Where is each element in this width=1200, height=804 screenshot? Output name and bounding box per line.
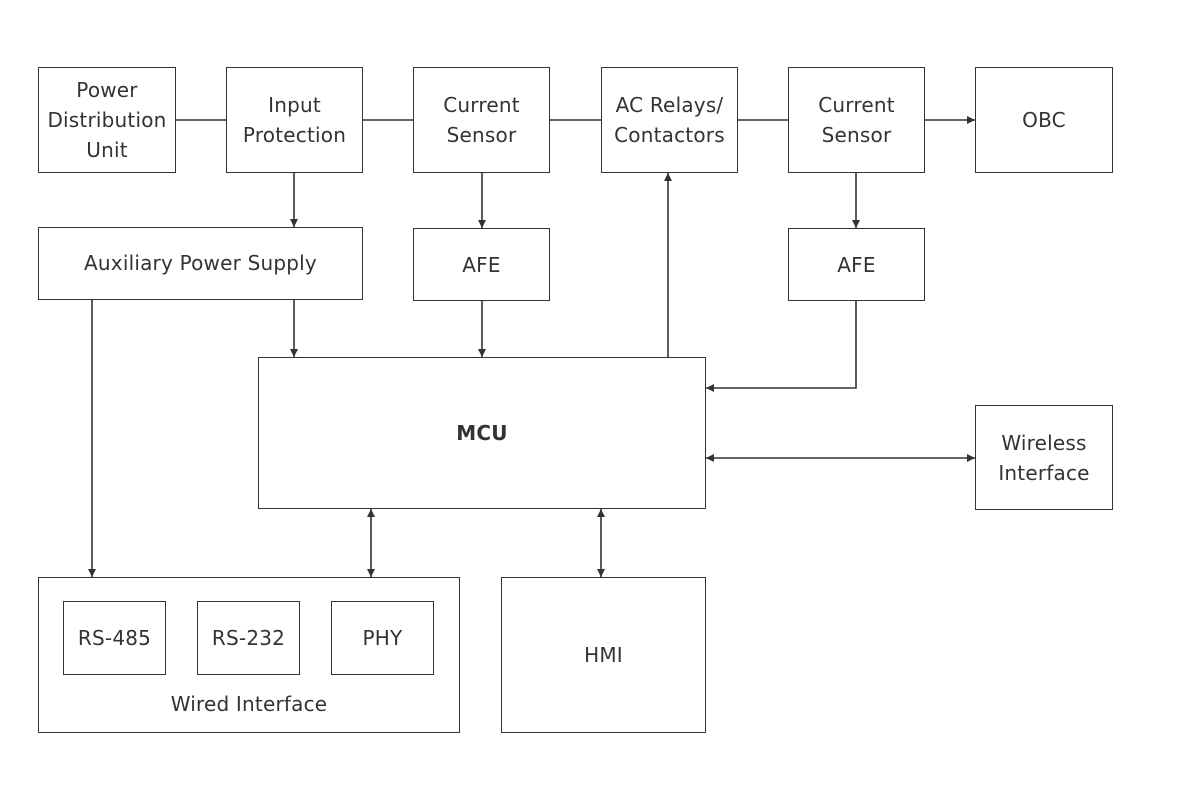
- wired-interface-label: Wired Interface: [170, 692, 328, 716]
- hmi-block: HMI: [501, 577, 706, 733]
- wireless-interface-label: Wireless Interface: [998, 430, 1090, 485]
- rs-485-label: RS-485: [77, 626, 152, 650]
- phy-label: PHY: [362, 626, 403, 650]
- wireless-interface-block: Wireless Interface: [975, 405, 1113, 510]
- afe-label-2: AFE: [837, 252, 876, 277]
- input-protection-block: Input Protection: [226, 67, 363, 173]
- afe-label-1: AFE: [462, 252, 501, 277]
- mcu-block: MCU: [258, 357, 706, 509]
- afe-block-1: AFE: [413, 228, 550, 301]
- auxiliary-power-supply-label: Auxiliary Power Supply: [84, 251, 317, 275]
- input-protection-label: Input Protection: [242, 93, 347, 147]
- arrow-afe-2-to-mcu: [706, 301, 857, 392]
- ac-relays-contactors-label: AC Relays/ Contactors: [614, 93, 725, 147]
- rs-232-block: RS-232: [197, 601, 300, 675]
- obc-label: OBC: [1022, 108, 1066, 132]
- ac-relays-contactors-block: AC Relays/ Contactors: [601, 67, 738, 173]
- current-sensor-label-2: Current Sensor: [818, 93, 895, 147]
- rs-485-block: RS-485: [63, 601, 166, 675]
- obc-block: OBC: [975, 67, 1113, 173]
- power-distribution-unit-block: Power Distribution Unit: [38, 67, 176, 173]
- current-sensor-block-1: Current Sensor: [413, 67, 550, 173]
- rs-232-label: RS-232: [211, 626, 286, 650]
- current-sensor-label-1: Current Sensor: [443, 93, 520, 147]
- hmi-label: HMI: [584, 643, 623, 667]
- phy-block: PHY: [331, 601, 434, 675]
- current-sensor-block-2: Current Sensor: [788, 67, 925, 173]
- mcu-label: MCU: [456, 421, 508, 445]
- power-distribution-unit-label: Power Distribution Unit: [47, 78, 167, 162]
- afe-block-2: AFE: [788, 228, 925, 301]
- auxiliary-power-supply-block: Auxiliary Power Supply: [38, 227, 363, 300]
